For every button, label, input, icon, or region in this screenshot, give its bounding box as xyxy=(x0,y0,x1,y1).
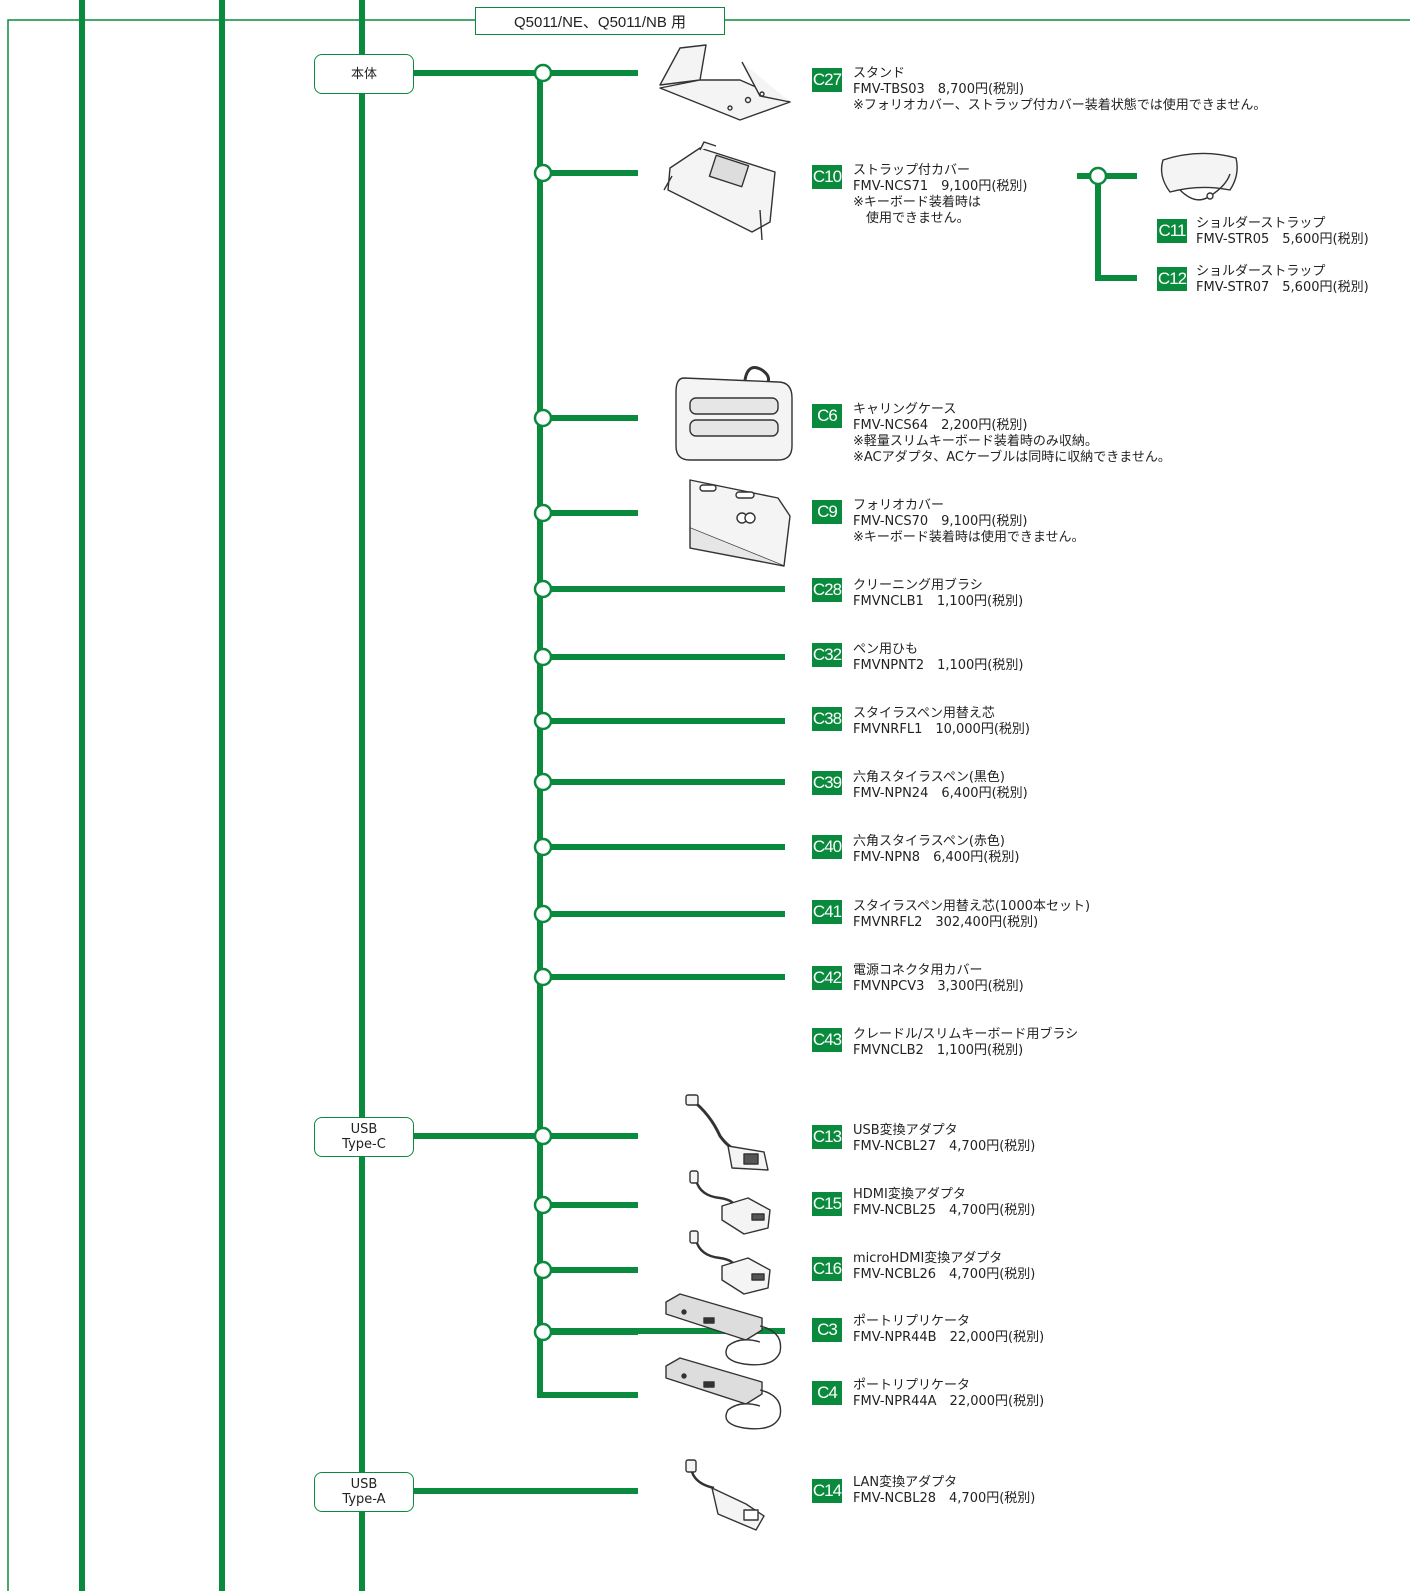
page-title: Q5011/NE、Q5011/NB 用 xyxy=(475,7,725,35)
code-badge: C40 xyxy=(812,835,842,859)
carrying-case-icon xyxy=(675,366,793,461)
code-badge: C42 xyxy=(812,966,842,990)
code-badge: C28 xyxy=(812,578,842,602)
code-badge: C38 xyxy=(812,707,842,731)
code-badge: C10 xyxy=(812,165,842,189)
accessory-label-c41: スタイラスペン用替え芯(1000本セット)FMVNRFL2 302,400円(税… xyxy=(853,899,1091,930)
code-badge: C3 xyxy=(812,1318,842,1342)
lan-adapter-icon xyxy=(685,1459,765,1531)
accessory-label-c40: 六角スタイラスペン(赤色)FMV-NPN8 6,400円(税別) xyxy=(853,834,1020,865)
accessory-label-c39: 六角スタイラスペン(黒色)FMV-NPN24 6,400円(税別) xyxy=(853,770,1028,801)
code-badge: C43 xyxy=(812,1028,842,1052)
code-badge: C27 xyxy=(812,68,842,92)
code-badge: C11 xyxy=(1157,219,1187,243)
folio-cover-icon xyxy=(689,479,791,567)
code-badge: C6 xyxy=(812,404,842,428)
code-badge: C39 xyxy=(812,771,842,795)
code-badge: C15 xyxy=(812,1192,842,1216)
port-replicator-icon xyxy=(665,1357,782,1430)
frame-border xyxy=(7,19,1410,1591)
code-badge: C9 xyxy=(812,500,842,524)
strap-cover-icon xyxy=(663,141,776,241)
port-replicator-icon xyxy=(665,1293,782,1366)
shoulder-strap-icon xyxy=(1160,152,1238,201)
code-badge: C4 xyxy=(812,1381,842,1405)
node-main-unit: 本体 xyxy=(314,54,414,94)
hdmi-adapter-icon xyxy=(689,1170,771,1235)
stand-icon xyxy=(659,44,791,121)
code-badge: C13 xyxy=(812,1125,842,1149)
microhdmi-adapter-icon xyxy=(689,1230,771,1295)
code-badge: C12 xyxy=(1157,267,1187,291)
usb-adapter-icon xyxy=(685,1094,769,1171)
branch-lines xyxy=(410,70,1137,1494)
code-badge: C16 xyxy=(812,1257,842,1281)
code-badge: C14 xyxy=(812,1479,842,1503)
code-badge: C32 xyxy=(812,643,842,667)
branch-junctions xyxy=(533,63,1108,1342)
code-badge: C41 xyxy=(812,900,842,924)
